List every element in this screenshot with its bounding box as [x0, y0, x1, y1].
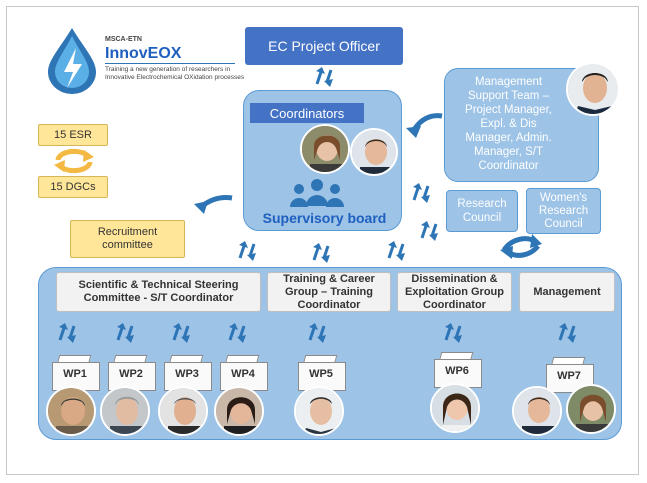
- wp2-leader-photo: [100, 386, 150, 436]
- slide-frame: [6, 6, 639, 475]
- wp6-folder-icon: WP6: [434, 352, 482, 388]
- wp4-arrows-icon: [227, 322, 248, 344]
- coordinator-photo-1: [300, 124, 350, 174]
- wp2-arrows-icon: [115, 322, 136, 344]
- ec-coord-arrows-icon: [314, 66, 335, 88]
- wp4-leader-photo: [214, 386, 264, 436]
- water-drop-logo-icon: [48, 28, 96, 94]
- wp6-leader-photo: [430, 383, 480, 433]
- wp5-leader-photo: [294, 386, 344, 436]
- wp1-folder-icon: WP1: [52, 355, 100, 391]
- coordinator-photo-2: [350, 128, 398, 176]
- mst-curved-arrow-icon: [406, 113, 443, 138]
- supervisory-board-label: Supervisory board: [262, 210, 387, 226]
- people-group-icon: [290, 179, 344, 207]
- esr-box: 15 ESR: [38, 124, 108, 146]
- management-support-team-box: Management Support Team – Project Manage…: [444, 68, 599, 182]
- wp7-leader-photo-2: [566, 384, 616, 434]
- wp7-leader-photo-1: [512, 386, 562, 436]
- project-manager-photo: [566, 62, 620, 116]
- ec-project-officer-box: EC Project Officer: [245, 27, 403, 65]
- dgc-box: 15 DGCs: [38, 176, 108, 198]
- coordinators-label: Coordinators: [250, 103, 364, 123]
- wp5-arrows-icon: [307, 322, 328, 344]
- management-group-box: Management: [519, 272, 615, 312]
- wp6-arrows-icon: [443, 322, 464, 344]
- wp4-folder-icon: WP4: [220, 355, 268, 391]
- board-arrows-icon-4: [411, 182, 432, 204]
- board-arrows-icon-3: [386, 240, 407, 262]
- wp1-leader-photo: [46, 386, 96, 436]
- wp3-arrows-icon: [171, 322, 192, 344]
- logo-subtitle: Training a new generation of researchers…: [105, 66, 245, 81]
- board-arrows-icon-2: [311, 242, 332, 264]
- logo-title: InnovEOX: [105, 45, 182, 62]
- wp2-folder-icon: WP2: [108, 355, 156, 391]
- board-arrows-icon-1: [237, 240, 258, 262]
- wp3-leader-photo: [158, 386, 208, 436]
- wp3-folder-icon: WP3: [164, 355, 212, 391]
- cycle-arrows-icon: [54, 148, 94, 174]
- councils-cycle-arrows-icon: [500, 234, 542, 259]
- recruitment-curved-arrow-icon: [194, 195, 233, 214]
- wp5-folder-icon: WP5: [298, 355, 346, 391]
- wp1-arrows-icon: [57, 322, 78, 344]
- board-arrows-icon-5: [419, 220, 440, 242]
- wp7-arrows-icon: [557, 322, 578, 344]
- logo-divider: [105, 63, 235, 64]
- logo-program: MSCA-ETN: [105, 36, 142, 43]
